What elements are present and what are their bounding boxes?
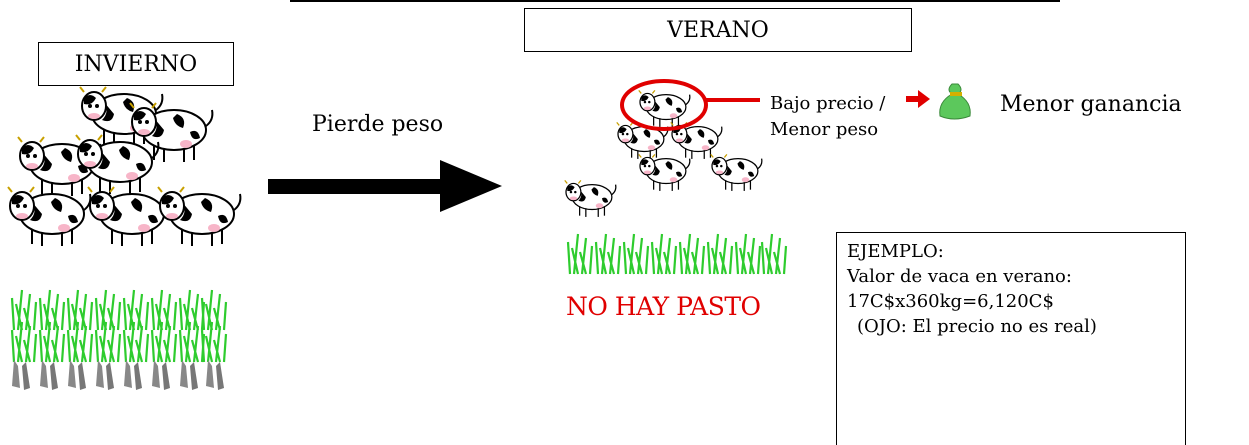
- small-red-arrow: [906, 90, 930, 108]
- example-line2: 17C$x360kg=6,120C$: [847, 291, 1054, 312]
- winter-label: INVIERNO: [38, 42, 234, 86]
- transition-arrow: [268, 160, 502, 212]
- arrow-text: Pierde peso: [312, 112, 444, 137]
- example-line3: (OJO: El precio no es real): [857, 316, 1097, 337]
- money-bag-icon: [939, 83, 971, 120]
- summer-grass: [566, 232, 788, 276]
- no-grass-label: NO HAY PASTO: [566, 292, 761, 321]
- example-box: EJEMPLO: Valor de vaca en verano: 17C$x3…: [836, 232, 1186, 445]
- winter-cow-herd: [7, 86, 242, 247]
- thin-cow-highlight: [620, 79, 708, 131]
- example-title: EJEMPLO:: [847, 241, 944, 262]
- winter-stubble: [12, 360, 224, 390]
- lower-profit-label: Menor ganancia: [1000, 92, 1182, 117]
- summer-cow-herd: [564, 89, 763, 218]
- low-price-line1: Bajo precio /: [770, 93, 886, 114]
- summer-label: VERANO: [524, 8, 912, 52]
- winter-grass: [10, 288, 228, 364]
- low-price-line2: Menor peso: [770, 119, 879, 140]
- example-line1: Valor de vaca en verano:: [847, 266, 1072, 287]
